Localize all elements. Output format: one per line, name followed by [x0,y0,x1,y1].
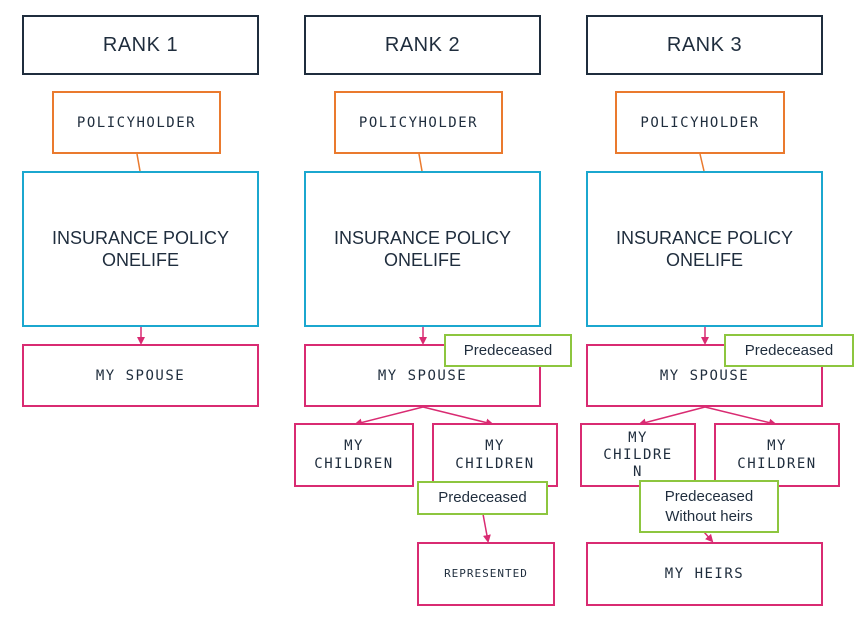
spouse-child-arrow-2b [422,406,494,427]
child-3a: MY CHILDRE N [580,423,696,487]
spouse-1: MY SPOUSE [22,344,259,407]
insurance-policy-3: INSURANCE POLICY ONELIFE [586,171,823,327]
child-result-arrow-2 [482,513,491,543]
spouse-child-arrow-2a [354,406,424,427]
child-2b: MY CHILDREN [432,423,558,487]
heirs-result: MY HEIRS [586,542,823,606]
child-line: CHILDREN [455,456,535,472]
spouse-child-arrow-3a [638,406,706,427]
holder-policy-connector-2 [418,153,423,172]
insurance-policy-1: INSURANCE POLICY ONELIFE [22,171,259,327]
insurance-policy-2: INSURANCE POLICY ONELIFE [304,171,541,327]
child-line: MY [485,438,505,454]
policy-line-2: ONELIFE [665,250,744,270]
rank-3-header: RANK 3 [586,15,823,75]
status-line: Without heirs [665,507,753,525]
child-2a: MY CHILDREN [294,423,414,487]
child-line: MY [767,438,787,454]
child-line: CHILDRE [603,446,673,463]
holder-policy-connector-1 [136,153,141,172]
policy-line-2: ONELIFE [383,250,462,270]
policyholder-1: POLICYHOLDER [52,91,221,154]
child-line: MY [628,429,648,446]
child-status-3: Predeceased Without heirs [639,480,779,533]
child-status-2: Predeceased [417,481,548,515]
status-line: Predeceased [664,487,754,505]
spouse-child-arrow-3b [704,406,777,427]
spouse-2: MY SPOUSE [304,344,541,407]
child-line: CHILDREN [737,456,817,472]
holder-policy-connector-3 [699,153,705,172]
rank-2-header: RANK 2 [304,15,541,75]
spouse-status-3: Predeceased [724,334,854,367]
child-result-arrow-3 [703,531,714,543]
policy-line-2: ONELIFE [101,250,180,270]
child-line: CHILDREN [314,456,394,472]
policyholder-3: POLICYHOLDER [615,91,785,154]
policy-line-1: INSURANCE POLICY [333,228,512,248]
child-line: MY [344,438,364,454]
policy-line-1: INSURANCE POLICY [615,228,794,248]
represented-result: REPRESENTED [417,542,555,606]
policyholder-2: POLICYHOLDER [334,91,503,154]
spouse-status-2: Predeceased [444,334,572,367]
child-line: N [633,463,643,480]
rank-1-header: RANK 1 [22,15,259,75]
policy-line-1: INSURANCE POLICY [51,228,230,248]
child-3b: MY CHILDREN [714,423,840,487]
